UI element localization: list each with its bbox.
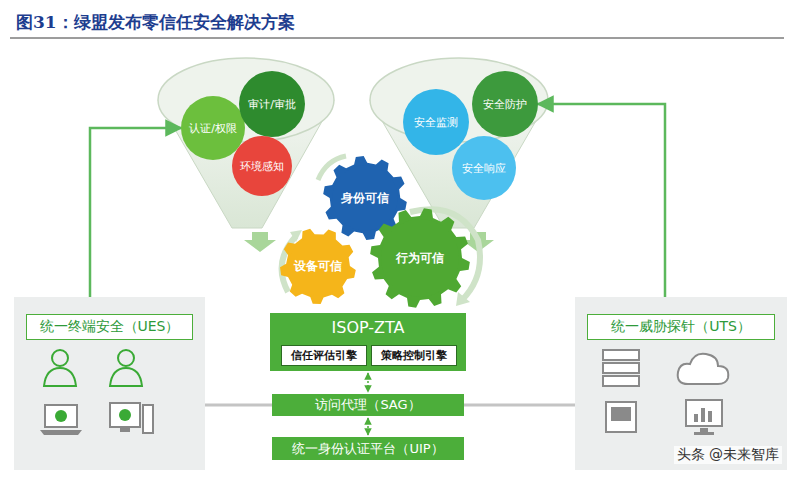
gear-body — [288, 236, 347, 295]
figure-title: 图31：绿盟发布零信任安全解决方案 — [16, 11, 295, 34]
panel-heading: 统一终端安全（UES） — [26, 314, 193, 340]
connector — [464, 404, 575, 407]
engine-box: 信任评估引擎 — [281, 345, 367, 366]
node-label: 行为可信 — [396, 250, 444, 267]
node-label: 设备可信 — [294, 258, 342, 275]
node-label: 环境感知 — [240, 159, 284, 174]
connector — [367, 373, 369, 392]
function-circle: 安全防护 — [472, 71, 538, 137]
gear-teeth — [280, 229, 356, 304]
panel-ground — [575, 297, 787, 470]
rotation-arrow — [456, 292, 470, 306]
node-label: 策略控制引擎 — [381, 348, 447, 363]
platform-box: 访问代理（SAG） — [272, 394, 464, 416]
node-label: 身份可信 — [341, 190, 389, 207]
node-label: 统一身份认证平台（UIP） — [292, 440, 443, 458]
platform-box: 统一身份认证平台（UIP） — [272, 437, 464, 460]
flow-arrow — [244, 232, 276, 252]
gear-shape: 设备可信 — [280, 228, 356, 304]
funnel — [158, 58, 334, 228]
user-icon — [110, 350, 142, 386]
laptop-icon — [40, 405, 82, 435]
gear-teeth — [370, 208, 470, 308]
server-icon — [603, 350, 639, 386]
node-label: ISOP-ZTA — [332, 318, 405, 337]
node-label: 认证/权限 — [189, 121, 237, 136]
gear-shape: 行为可信 — [370, 208, 470, 308]
panel-heading: 统一威胁探针（UTS） — [587, 314, 775, 340]
cloud-icon — [678, 354, 729, 384]
desktop-icon — [110, 403, 153, 433]
connector — [538, 104, 665, 297]
device-icon — [606, 402, 636, 432]
connector — [367, 418, 369, 435]
function-circle: 审计/审批 — [239, 71, 305, 137]
node-label: 安全防护 — [483, 97, 527, 112]
panel-ground — [14, 297, 205, 470]
function-circle: 安全响应 — [452, 136, 516, 200]
product-panel: 统一威胁探针（UTS） — [575, 297, 787, 470]
node-label: 信任评估引擎 — [291, 348, 357, 363]
title-rule — [10, 38, 784, 39]
engine-box: 策略控制引擎 — [371, 345, 457, 366]
chart-monitor-icon — [686, 400, 722, 435]
gear-body — [381, 219, 459, 297]
user-icon — [44, 350, 76, 386]
function-circle: 安全监测 — [403, 89, 469, 155]
gear-body — [332, 165, 398, 231]
connector — [205, 404, 272, 407]
platform-box: ISOP-ZTA 信任评估引擎 策略控制引擎 — [270, 313, 466, 371]
node-label: 审计/审批 — [248, 97, 296, 112]
product-panel: 统一终端安全（UES） — [14, 297, 205, 470]
node-label: 安全监测 — [414, 115, 458, 130]
function-circle: 环境感知 — [232, 136, 292, 196]
node-label: 访问代理（SAG） — [315, 396, 420, 414]
node-label: 安全响应 — [462, 161, 506, 176]
connector — [90, 128, 181, 297]
watermark: 头条 @未来智库 — [674, 446, 782, 464]
